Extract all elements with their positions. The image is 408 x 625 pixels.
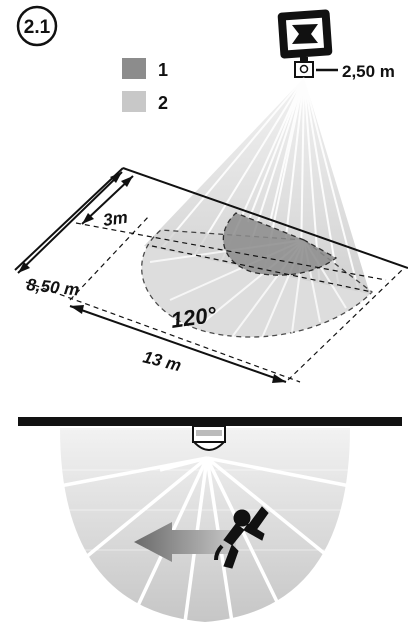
width-dimension: 13 m [69, 305, 287, 383]
ceiling-view [18, 417, 402, 623]
floodlight-icon [277, 9, 333, 63]
legend-swatch-1 [122, 58, 146, 79]
legend: 1 2 [122, 58, 168, 113]
mount-height-label: 2,50 m [342, 62, 395, 81]
mount-height-indicator: 2,50 m [316, 62, 395, 81]
ground-plane-lines [14, 167, 408, 383]
legend-label-2: 2 [158, 93, 168, 113]
legend-swatch-2 [122, 91, 146, 112]
motion-arrow-icon [134, 522, 236, 562]
total-depth-dimension: 8,50 m [17, 171, 123, 300]
legend-label-1: 1 [158, 60, 168, 80]
zone-1-area [222, 212, 338, 276]
inner-depth-label: 3m [102, 208, 129, 230]
total-depth-label: 8,50 m [26, 275, 81, 299]
fan-rays [59, 456, 351, 623]
width-label: 13 m [141, 347, 183, 375]
pir-sensor-icon [294, 61, 314, 78]
walking-person-icon [214, 506, 269, 569]
detection-fan [60, 428, 350, 622]
ceiling-sensor-icon [191, 425, 227, 451]
inner-depth-dimension: 3m [81, 175, 134, 230]
figure-number-badge: 2.1 [16, 5, 58, 47]
figure-number: 2.1 [24, 17, 51, 38]
ceiling-line [18, 417, 402, 426]
